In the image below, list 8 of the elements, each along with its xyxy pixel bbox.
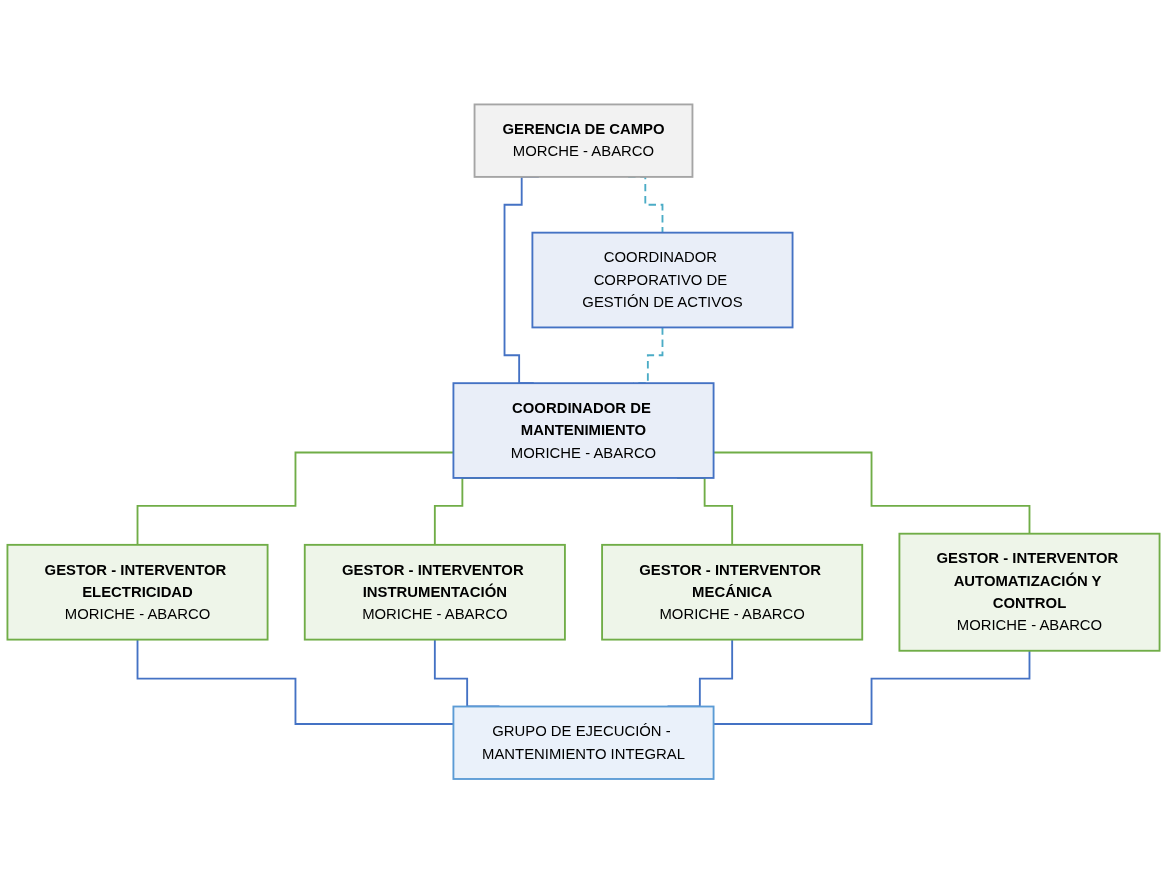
node-box: GESTOR - INTERVENTOR AUTOMATIZACIÓN Y CONTROL MORICHE - ABARCO xyxy=(898,533,1161,652)
node-box: GESTOR - INTERVENTOR INSTRUMENTACIÓN MORICHE - ABARCO xyxy=(303,544,566,641)
node-box: GERENCIA DE CAMPO MORCHE - ABARCO xyxy=(473,103,694,179)
node-box: GESTOR - INTERVENTOR ELECTRICIDAD MORICHE - ABARCO xyxy=(6,544,269,641)
node-box: COORDINADOR DE MANTENIMIENTO MORICHE - ABARCO xyxy=(452,382,715,480)
node-box: GESTOR - INTERVENTOR MECÁNICA MORICHE - ABARCO xyxy=(601,544,864,641)
node-box: GRUPO DE EJECUCIÓN - MANTENIMIENTO INTEGRAL xyxy=(452,705,715,781)
node-box: COORDINADOR CORPORATIVO DE GESTIÓN DE ACTIVOS xyxy=(531,232,794,329)
